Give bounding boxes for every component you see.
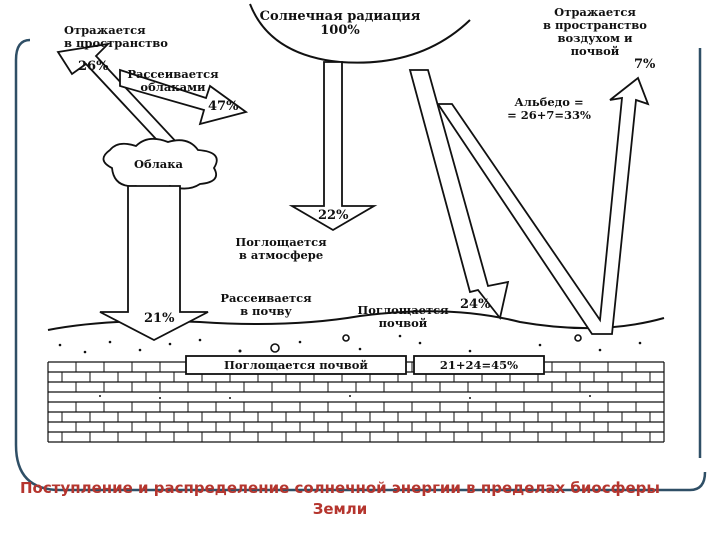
- value-21-percent: 21%: [144, 311, 175, 326]
- diagram-drawing: [47, 3, 665, 443]
- label-solar-radiation-title: Солнечная радиация: [259, 9, 421, 24]
- label-absorbed-by-soil-top: Поглощается почвой: [357, 303, 449, 330]
- label-absorbed-by-soil-box: Поглощается почвой: [224, 358, 368, 372]
- value-22-percent: 22%: [318, 208, 349, 223]
- value-26-percent: 26%: [78, 59, 109, 74]
- value-47-percent: 47%: [208, 99, 239, 114]
- value-7-percent: 7%: [634, 57, 656, 72]
- label-clouds: Облака: [134, 157, 184, 171]
- label-scattered-by-clouds: Рассеивается облаками: [127, 67, 219, 94]
- label-albedo: Альбедо = = 26+7=33%: [507, 95, 591, 122]
- slide-caption: Поступление и распределение солнечной эн…: [20, 479, 660, 518]
- label-scattered-to-soil: Рассеивается в почву: [220, 291, 312, 318]
- label-absorbed-in-atmosphere: Поглощается в атмосфере: [235, 235, 327, 262]
- value-24-percent: 24%: [460, 297, 491, 312]
- label-soil-sum: 21+24=45%: [439, 358, 519, 372]
- label-reflected-to-space: Отражается в пространство: [64, 23, 168, 50]
- label-solar-radiation-percent: 100%: [320, 23, 360, 38]
- label-reflected-by-air-and-soil: Отражается в пространство воздухом и поч…: [543, 5, 647, 58]
